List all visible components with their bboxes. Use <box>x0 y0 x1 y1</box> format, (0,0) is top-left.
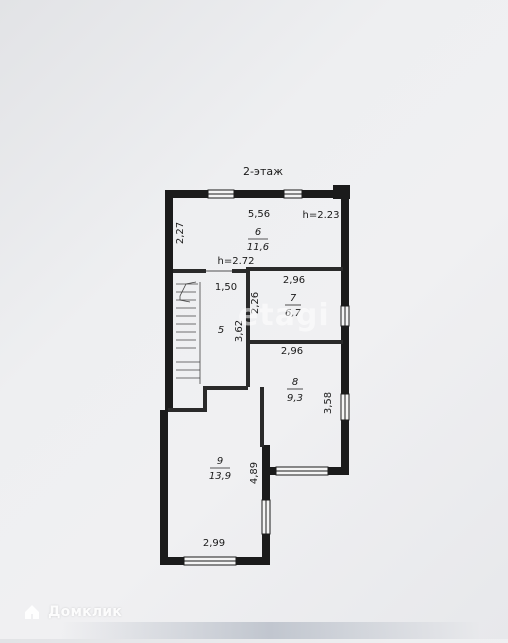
dim-room9-width: 2,99 <box>203 538 225 549</box>
window-bottom-room8 <box>275 466 329 476</box>
room-6-label: 6 11,6 <box>247 227 269 253</box>
dim-room8-height: 3,58 <box>323 392 334 414</box>
window-bottom-room9 <box>183 556 237 566</box>
window-right-room9 <box>261 499 271 535</box>
room-5-label: 5 <box>218 325 224 336</box>
dim-room7-width: 2,96 <box>283 275 305 286</box>
room-8-label: 8 9,3 <box>287 377 303 404</box>
room-8-number: 8 <box>292 377 298 388</box>
room-7-label: 7 6,7 <box>285 293 302 319</box>
dimension-labels: 5,56 h=2.23 2,27 h=2.72 2,96 2,26 1,50 3… <box>175 209 339 549</box>
room-9-label: 9 13,9 <box>209 456 231 482</box>
domclick-watermark: Домклик <box>22 598 142 626</box>
dim-stair-height: 3,62 <box>234 320 245 342</box>
etagi-watermark: etagi <box>238 298 330 333</box>
dim-top-width: 5,56 <box>248 209 270 220</box>
dim-room9-height: 4,89 <box>249 462 260 484</box>
dim-room8-width: 2,96 <box>281 346 303 357</box>
room-5-number: 5 <box>218 325 224 336</box>
room-6-area: 11,6 <box>247 242 269 253</box>
door-gap-stairs <box>206 269 232 273</box>
windows <box>183 189 350 566</box>
domclick-brand-text: Домклик <box>48 604 122 620</box>
room-6-number: 6 <box>255 227 261 238</box>
room-7-area: 6,7 <box>285 308 302 319</box>
dim-left-height: 2,27 <box>175 222 186 244</box>
window-right-room8 <box>340 393 350 421</box>
domclick-logo-icon <box>25 605 39 619</box>
dim-room7-height: 2,26 <box>250 292 261 314</box>
room-9-number: 9 <box>217 456 223 467</box>
room-8-area: 9,3 <box>287 393 303 404</box>
window-top-1 <box>207 189 235 199</box>
dim-room6-lower-height-mark: h=2.72 <box>218 256 255 267</box>
dim-stair-width: 1,50 <box>215 282 237 293</box>
room-9-area: 13,9 <box>209 471 231 482</box>
window-top-2 <box>283 189 303 199</box>
bottom-edge-shadow <box>60 622 480 639</box>
window-right-room7 <box>340 305 350 327</box>
staircase <box>176 281 201 384</box>
dim-top-height-mark: h=2.23 <box>303 210 340 221</box>
room-7-number: 7 <box>290 293 297 304</box>
floor-label: 2-этаж <box>243 165 283 178</box>
